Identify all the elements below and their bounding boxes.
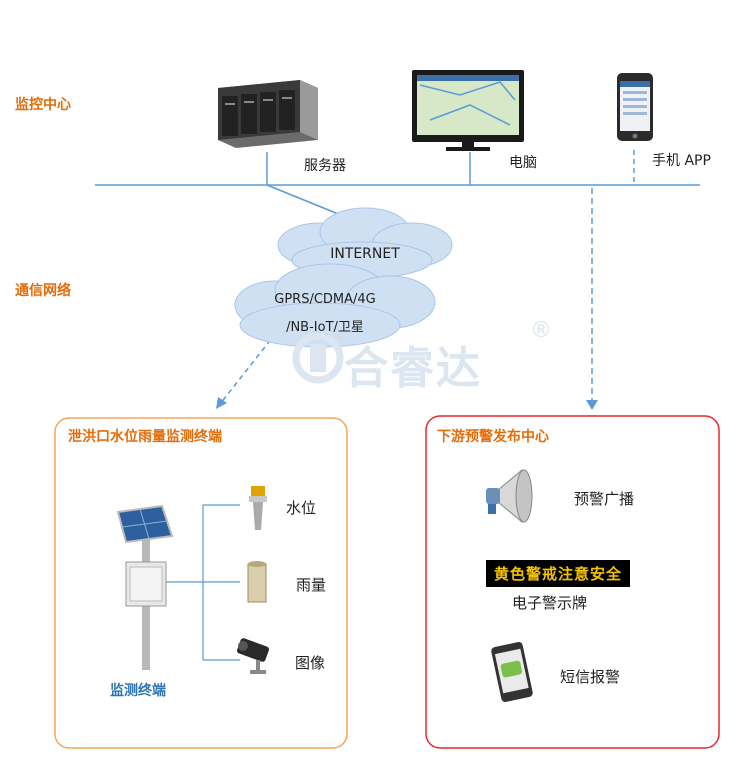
wireless-cloud	[234, 263, 436, 348]
warning-label-sms: 短信报警	[560, 668, 621, 686]
warning-label-sign: 电子警示牌	[512, 594, 588, 612]
sensor-label-rainfall: 雨量	[296, 576, 327, 594]
server-label: 服务器	[304, 158, 346, 174]
mobile-app-label: 手机 APP	[652, 153, 711, 169]
wireless-label-line1: GPRS/CDMA/4G	[274, 292, 376, 307]
terminal-panel-title: 泄洪口水位雨量监测终端	[68, 429, 222, 445]
watermark-registered: ®	[530, 318, 552, 343]
warning-label-broadcast: 预警广播	[574, 490, 635, 508]
warning-sign-display: 黄色警戒注意安全	[486, 560, 631, 587]
internet-label: INTERNET	[330, 246, 400, 262]
wireless-label-line2: /NB-IoT/卫星	[286, 320, 364, 335]
section-label-monitoring: 监控中心	[15, 97, 71, 113]
terminal-label: 监测终端	[110, 683, 166, 699]
sensor-label-image: 图像	[295, 654, 326, 672]
warning-panel-title: 下游预警发布中心	[437, 429, 549, 445]
section-label-network: 通信网络	[15, 283, 71, 299]
watermark-brand: 合睿达	[344, 343, 482, 394]
sensor-label-water-level: 水位	[286, 499, 317, 517]
computer-label: 电脑	[509, 155, 537, 171]
